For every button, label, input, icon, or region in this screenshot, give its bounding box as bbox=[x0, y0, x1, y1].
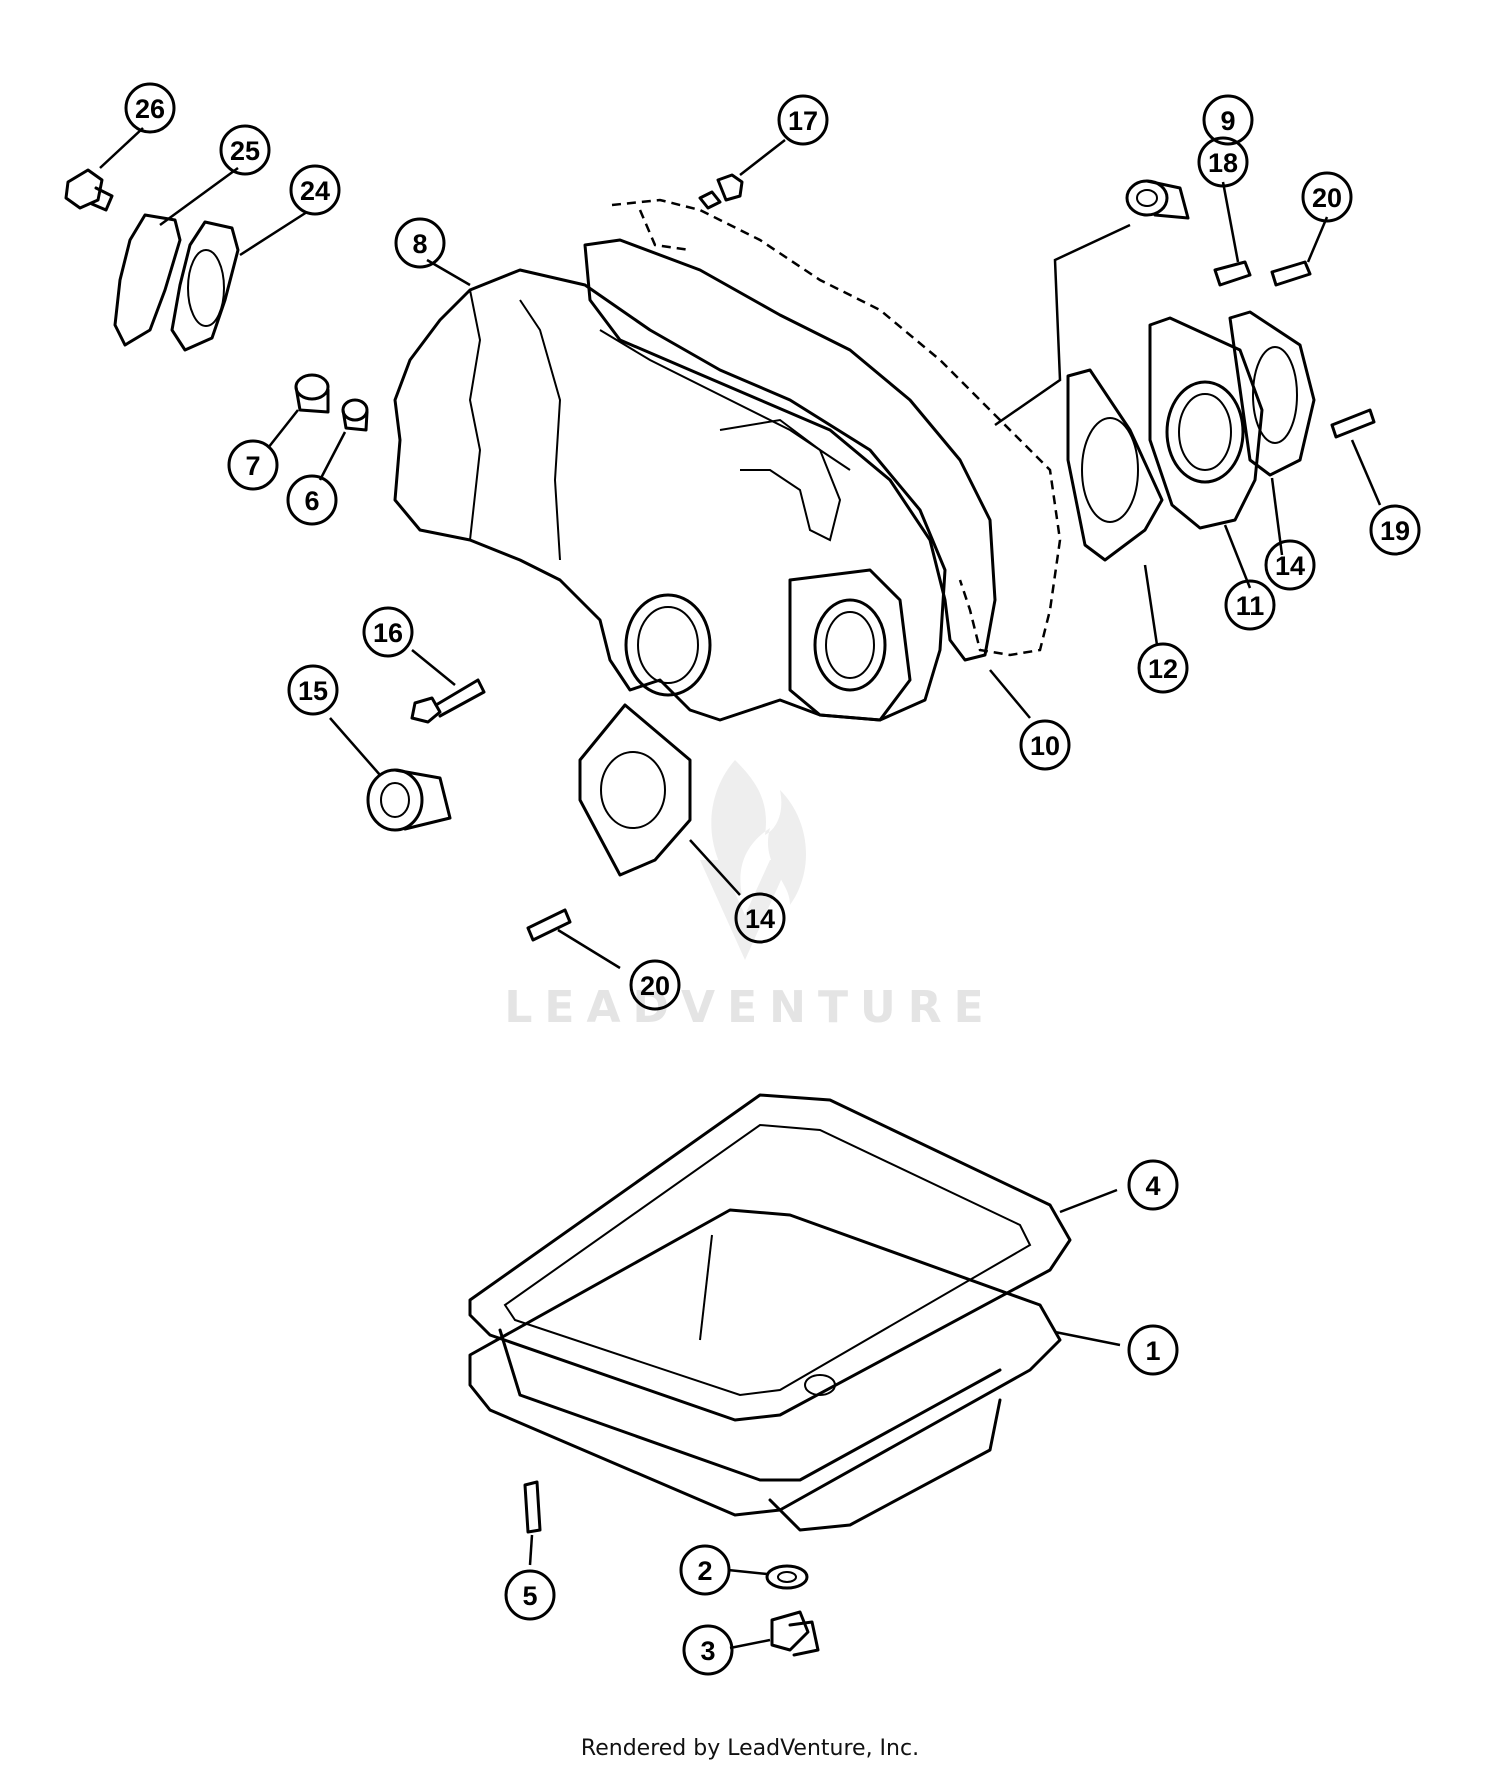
part-11-seal-housing bbox=[1148, 316, 1264, 530]
callout-14: 14 bbox=[1264, 539, 1316, 591]
svg-text:20: 20 bbox=[640, 971, 670, 1001]
callout-24: 24 bbox=[289, 164, 341, 216]
svg-text:12: 12 bbox=[1148, 654, 1178, 684]
part-9-bearing bbox=[1125, 179, 1190, 220]
watermark: LEADVENTURE bbox=[504, 760, 995, 1033]
leader-arrows bbox=[99, 127, 1382, 1650]
callout-17: 17 bbox=[777, 94, 829, 146]
callout-1: 1 bbox=[1127, 1324, 1179, 1376]
part-19-stud bbox=[1330, 408, 1376, 439]
svg-text:6: 6 bbox=[304, 486, 319, 516]
part-2-washer bbox=[765, 1564, 809, 1590]
callout-4: 4 bbox=[1127, 1159, 1179, 1211]
callout-3: 3 bbox=[682, 1624, 734, 1676]
part-12-gasket bbox=[1066, 368, 1164, 562]
svg-text:20: 20 bbox=[1312, 183, 1342, 213]
svg-text:24: 24 bbox=[300, 176, 330, 206]
part-20-stud-lower bbox=[526, 908, 572, 942]
part-7-bushing bbox=[294, 373, 330, 414]
svg-text:2: 2 bbox=[697, 1556, 712, 1586]
callout-8: 8 bbox=[394, 217, 446, 269]
svg-text:17: 17 bbox=[788, 106, 818, 136]
part-14-gasket-upper bbox=[1228, 310, 1316, 477]
callout-15: 15 bbox=[287, 664, 339, 716]
part-3-drain-plug bbox=[770, 1610, 820, 1657]
callout-25: 25 bbox=[219, 124, 271, 176]
callout-10: 10 bbox=[1019, 719, 1071, 771]
svg-text:7: 7 bbox=[245, 451, 260, 481]
footer-credit: Rendered by LeadVenture, Inc. bbox=[581, 1736, 919, 1761]
svg-text:26: 26 bbox=[135, 94, 165, 124]
svg-text:3: 3 bbox=[700, 1636, 715, 1666]
part-9-leader-line bbox=[994, 223, 1131, 427]
svg-text:11: 11 bbox=[1236, 591, 1265, 621]
callout-16: 16 bbox=[362, 606, 414, 658]
callout-18: 18 bbox=[1197, 136, 1249, 188]
svg-text:8: 8 bbox=[412, 229, 427, 259]
svg-text:10: 10 bbox=[1030, 731, 1060, 761]
part-18-bolt bbox=[1213, 260, 1252, 287]
oil-pan-assembly bbox=[468, 1093, 1072, 1532]
callout-26: 26 bbox=[124, 82, 176, 134]
part-15-seal bbox=[366, 768, 452, 832]
svg-text:14: 14 bbox=[1275, 551, 1305, 581]
svg-text:18: 18 bbox=[1208, 148, 1238, 178]
part-6-bushing bbox=[341, 398, 369, 432]
svg-text:25: 25 bbox=[230, 136, 260, 166]
callout-5: 5 bbox=[504, 1569, 556, 1621]
svg-text:19: 19 bbox=[1380, 516, 1410, 546]
callout-12: 12 bbox=[1137, 642, 1189, 694]
callout-labels: 26 25 24 8 7 6 17 9 18 20 19 14 11 12 10… bbox=[124, 82, 1421, 1676]
svg-text:5: 5 bbox=[522, 1581, 537, 1611]
watermark-v-icon bbox=[700, 860, 790, 960]
callout-11: 11 bbox=[1224, 579, 1276, 631]
callout-7: 7 bbox=[227, 439, 279, 491]
callout-6: 6 bbox=[286, 474, 338, 526]
svg-text:14: 14 bbox=[745, 904, 775, 934]
part-25-cover-plate bbox=[113, 213, 182, 347]
part-24-gasket bbox=[170, 220, 240, 352]
svg-text:4: 4 bbox=[1145, 1171, 1160, 1201]
callout-19: 19 bbox=[1369, 504, 1421, 556]
part-20-stud-upper bbox=[1270, 260, 1312, 287]
callout-9: 9 bbox=[1202, 94, 1254, 146]
part-5-stud bbox=[523, 1480, 542, 1534]
callout-2: 2 bbox=[679, 1544, 731, 1596]
callout-20-lower: 20 bbox=[629, 959, 681, 1011]
part-17-bolt bbox=[698, 173, 744, 210]
svg-text:9: 9 bbox=[1220, 106, 1235, 136]
svg-text:16: 16 bbox=[373, 618, 403, 648]
watermark-text: LEADVENTURE bbox=[504, 982, 995, 1033]
callout-14-lower: 14 bbox=[734, 892, 786, 944]
svg-text:15: 15 bbox=[298, 676, 328, 706]
part-14-gasket-lower bbox=[578, 703, 692, 877]
callout-20: 20 bbox=[1301, 171, 1353, 223]
part-26-bolt bbox=[64, 168, 114, 212]
svg-text:1: 1 bbox=[1145, 1336, 1160, 1366]
gear-case-cover bbox=[393, 198, 1062, 722]
part-16-bolt bbox=[410, 678, 486, 724]
